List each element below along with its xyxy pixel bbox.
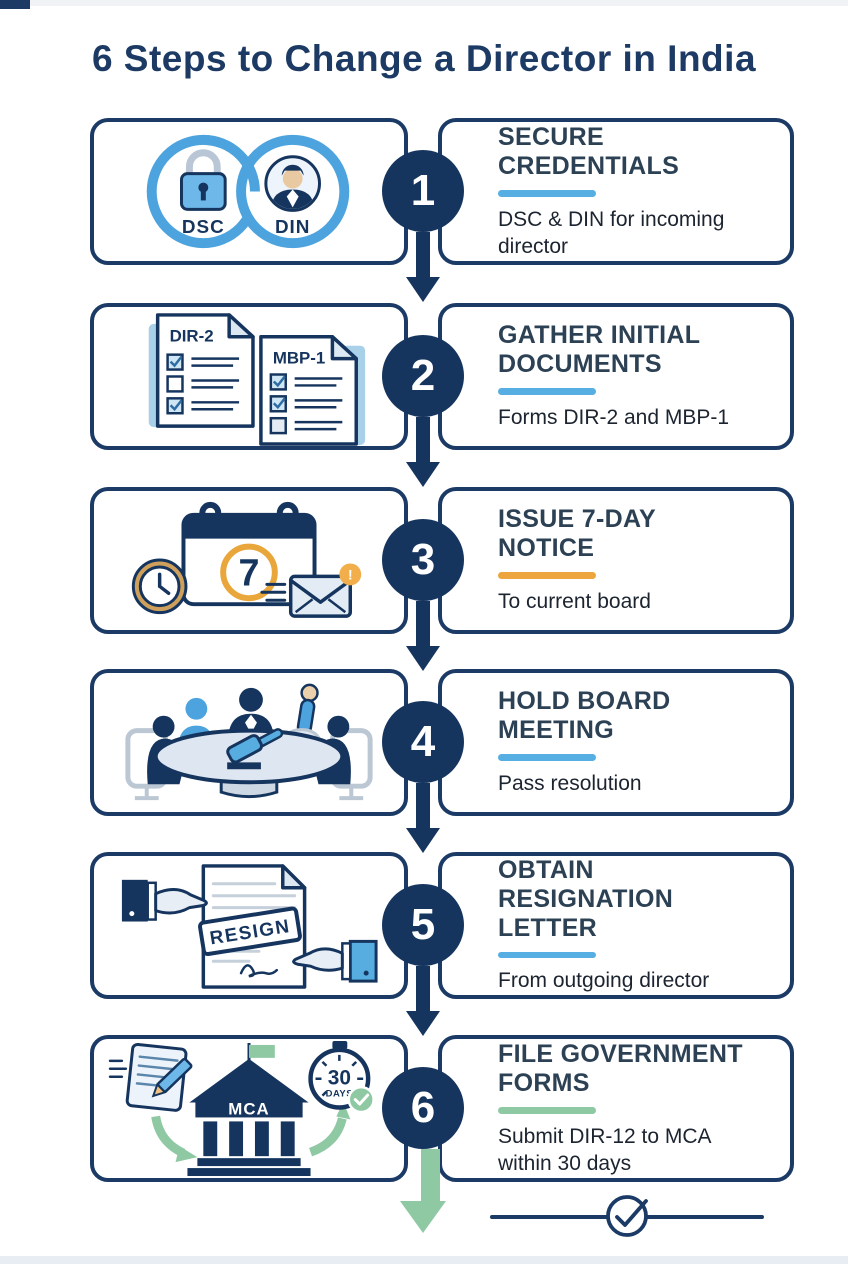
alert-mark: ! (348, 566, 353, 582)
green-arrow-right (308, 1117, 347, 1157)
flow-arrow-down (406, 783, 440, 853)
step-1-icon-box: DSC DIN (90, 118, 408, 265)
step-number: 5 (410, 900, 436, 949)
top-edge-strip (0, 0, 848, 6)
mca-filing-icon: MCA 30 DAY (108, 1040, 375, 1177)
step-number-badge: 6 (382, 1067, 464, 1149)
envelope (288, 574, 353, 618)
page-title: 6 Steps to Change a Director in India (91, 38, 757, 79)
receiving-hand (292, 939, 378, 983)
dsc-din-rings-icon: DSC DIN (146, 134, 350, 249)
step-5-text-box: OBTAIN RESIGNATION LETTER From outgoing … (438, 852, 794, 999)
step-description: Forms DIR-2 and MBP-1 (498, 406, 730, 430)
mca-building: MCA (187, 1042, 311, 1177)
step-description: To current board (498, 590, 651, 614)
step-description: DSC & DIN for incoming director (498, 207, 725, 258)
step-number-badge: 4 (382, 701, 464, 783)
accent-underline (498, 189, 596, 197)
30-days-timer: 30 DAYS (308, 1040, 375, 1114)
step-title: OBTAIN RESIGNATION LETTER (498, 856, 674, 942)
step-number: 2 (410, 351, 436, 400)
step-3-text-box: ISSUE 7-DAY NOTICE To current board (438, 487, 794, 634)
form-document (125, 1042, 193, 1112)
flow-arrow-down (406, 601, 440, 671)
step-description: Submit DIR-12 to MCA within 30 days (498, 1124, 712, 1175)
accent-underline (498, 572, 596, 580)
step-number: 3 (410, 535, 436, 584)
step-row-6: MCA 30 DAY (90, 1035, 794, 1182)
dsc-label: DSC (182, 216, 225, 237)
step-row-1: DSC DIN SECURE CREDENTIALS DSC & DIN for… (90, 118, 794, 302)
calendar-7-notice-icon: 7 ! (131, 501, 362, 618)
accent-underline (498, 952, 596, 959)
step-number: 4 (410, 717, 436, 766)
flow-arrow-down (406, 232, 440, 302)
accent-underline (498, 754, 596, 762)
signature (239, 964, 279, 978)
completion-check-icon (606, 1195, 648, 1237)
step-1-text-box: SECURE CREDENTIALS DSC & DIN for incomin… (438, 118, 794, 265)
dir2-doc-label: DIR-2 (170, 327, 214, 346)
board-meeting-icon (125, 683, 373, 801)
accent-underline (498, 388, 596, 396)
day-number: 7 (239, 551, 260, 593)
step-6-icon-box: MCA 30 DAY (90, 1035, 408, 1182)
final-green-arrow (400, 1149, 446, 1233)
step-row-3: 7 ! ISSUE 7-DAY NOTICE To current board … (90, 487, 794, 671)
lock-shackle (185, 149, 221, 176)
step-4-text-box: HOLD BOARD MEETING Pass resolution (438, 669, 794, 816)
step-3-icon-box: 7 ! (90, 487, 408, 634)
accent-underline (498, 1106, 596, 1114)
corner-mark (0, 0, 30, 9)
giving-hand (121, 879, 208, 922)
step-5-icon-box: RESIGN (90, 852, 408, 999)
step-title: SECURE CREDENTIALS (498, 122, 680, 180)
step-2-icon-box: DIR-2 MBP-1 (90, 303, 408, 450)
step-title: FILE GOVERNMENT FORMS (498, 1039, 743, 1097)
step-row-2: DIR-2 MBP-1 (90, 303, 794, 487)
step-number: 6 (410, 1083, 436, 1132)
bottom-edge-strip (0, 1256, 848, 1264)
step-number-badge: 5 (382, 884, 464, 966)
timer-value: 30 (328, 1067, 351, 1090)
timer-unit: DAYS (326, 1088, 353, 1099)
step-number-badge: 1 (382, 150, 464, 232)
step-title: GATHER INITIAL DOCUMENTS (498, 321, 701, 379)
gavel-icon (226, 728, 284, 770)
flow-arrow-down (406, 417, 440, 487)
check-badge (347, 1085, 375, 1114)
step-number-badge: 2 (382, 335, 464, 417)
step-title: ISSUE 7-DAY NOTICE (498, 505, 656, 563)
din-label: DIN (275, 216, 310, 237)
step-4-icon-box (90, 669, 408, 816)
checklist-documents-icon: DIR-2 MBP-1 (148, 313, 366, 446)
day-circle (220, 543, 278, 602)
step-description: Pass resolution (498, 772, 642, 796)
step-description: From outgoing director (498, 969, 710, 993)
step-6-text-box: FILE GOVERNMENT FORMS Submit DIR-12 to M… (438, 1035, 794, 1182)
step-2-text-box: GATHER INITIAL DOCUMENTS Forms DIR-2 and… (438, 303, 794, 450)
flag (249, 1044, 275, 1058)
mbp1-doc-label: MBP-1 (273, 349, 325, 368)
alert-dot (339, 563, 362, 586)
mca-label: MCA (228, 1099, 269, 1118)
resign-stamp: RESIGN (198, 906, 302, 957)
step-title: HOLD BOARD MEETING (498, 687, 671, 745)
flow-arrow-down (406, 966, 440, 1036)
step-row-5: RESIGN OBTAIN RESIGNATION LETTER (90, 852, 794, 1036)
step-number: 1 (410, 166, 436, 215)
resignation-letter-icon: RESIGN (121, 864, 378, 989)
step-number-badge: 3 (382, 519, 464, 601)
step-row-4: HOLD BOARD MEETING Pass resolution 4 (90, 669, 794, 853)
